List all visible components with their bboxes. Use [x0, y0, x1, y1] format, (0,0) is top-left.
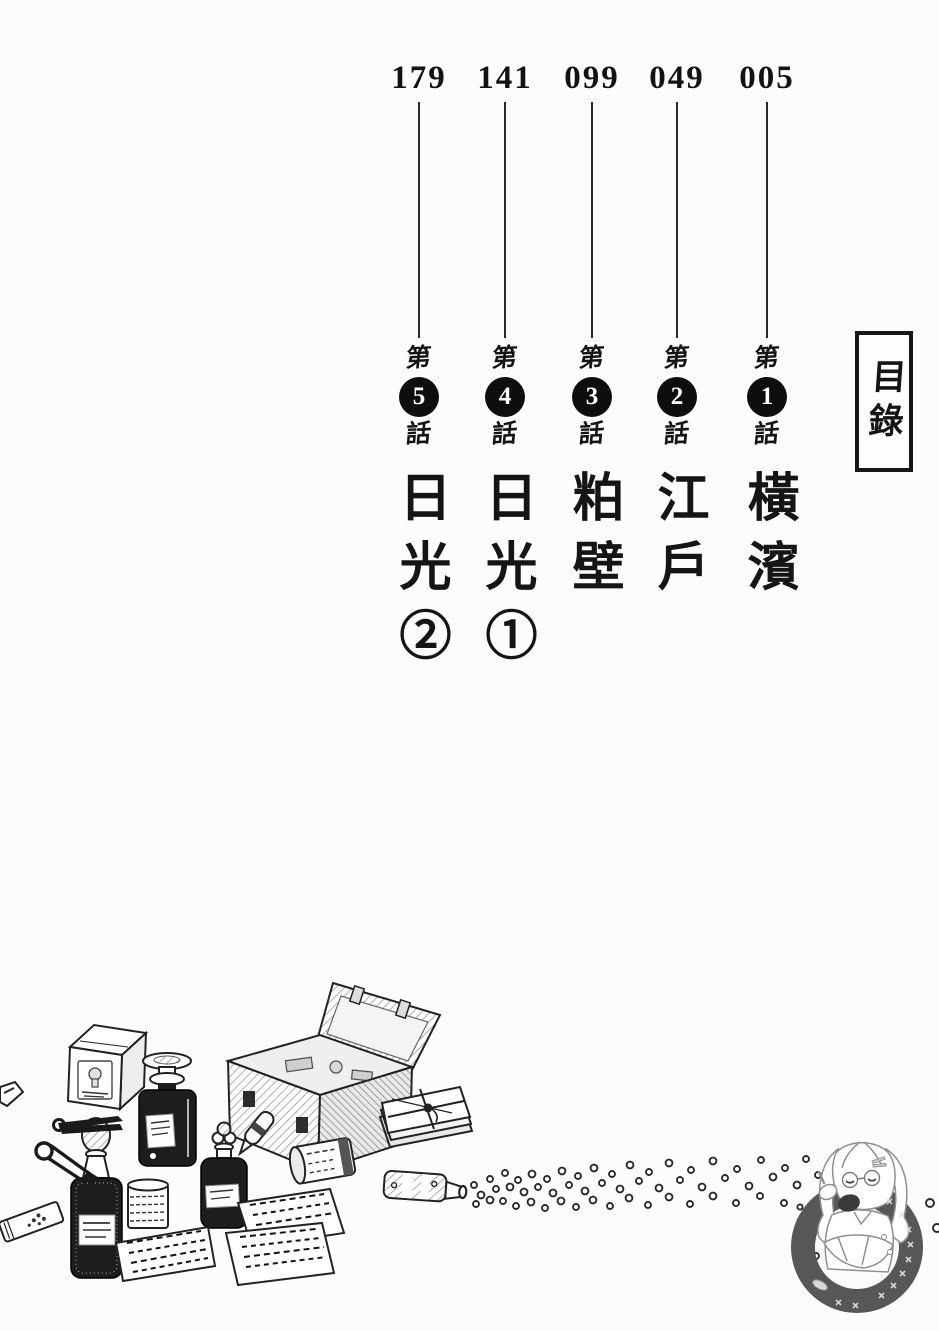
- chapter-ordinal: 第 2 話: [657, 344, 697, 449]
- letter-bundle-icon: [378, 1085, 474, 1149]
- chapter-entry-1: 005 第 1 話 橫濱: [719, 58, 815, 608]
- chapter-title: 江戶: [649, 470, 706, 608]
- paste-tube-icon: [0, 1201, 65, 1243]
- chapter-ordinal: 第 5 話: [399, 344, 439, 449]
- leader-line: [766, 102, 768, 338]
- tall-bottle-icon: [70, 1117, 123, 1279]
- ordinal-suffix: 話: [663, 420, 691, 449]
- contents-title: 目錄: [861, 357, 907, 446]
- leader-line: [676, 102, 678, 338]
- ordinal-prefix: 第: [491, 344, 519, 373]
- chapter-title: 橫濱: [739, 470, 796, 608]
- girl-in-ring-stamp-icon: [791, 1141, 924, 1313]
- ordinal-prefix: 第: [405, 344, 433, 373]
- prescription-papers-icon: [224, 1187, 346, 1287]
- ordinal-suffix: 話: [578, 420, 606, 449]
- scattered-pills-icon: [470, 1155, 939, 1260]
- chapter-ordinal: 第 4 話: [485, 344, 525, 449]
- canister-icon: [288, 1137, 357, 1185]
- ring-watermark-marks: [835, 1198, 914, 1309]
- chapter-ordinal: 第 3 話: [572, 344, 612, 449]
- chapter-page-number: 179: [391, 60, 447, 96]
- dropper-icon: [238, 1110, 275, 1157]
- chapter-ordinal: 第 1 話: [747, 344, 787, 449]
- ordinal-suffix: 話: [405, 420, 433, 449]
- leader-line: [591, 102, 593, 338]
- edge-clip-icon: [0, 1080, 25, 1108]
- prescription-paper-icon: [114, 1225, 217, 1283]
- spilled-bottle-icon: [382, 1169, 468, 1203]
- chapter-title: 粕壁: [564, 470, 621, 608]
- medicine-still-life-illustration: [0, 981, 939, 1313]
- chapter-number-badge: 3: [572, 377, 612, 417]
- chapter-number-badge: 2: [657, 377, 697, 417]
- ordinal-suffix: 話: [753, 420, 781, 449]
- chapter-entry-5: 179 第 5 話 日光②: [371, 58, 467, 677]
- chapter-entry-2: 049 第 2 話 江戶: [629, 58, 725, 608]
- small-bottle-icon: [200, 1121, 248, 1229]
- leader-line: [418, 102, 420, 338]
- chapter-page-number: 141: [477, 60, 533, 96]
- chapter-number-badge: 4: [485, 377, 525, 417]
- ordinal-suffix: 話: [491, 420, 519, 449]
- chapter-title: 日光①: [477, 470, 534, 677]
- contents-title-box: 目錄: [855, 331, 913, 472]
- ribbed-jar-icon: [127, 1178, 169, 1229]
- chapter-page-number: 099: [564, 60, 620, 96]
- chapter-number-badge: 1: [747, 377, 787, 417]
- chapter-title: 日光②: [391, 470, 448, 677]
- square-bottle-icon: [138, 1052, 197, 1167]
- chapter-entry-4: 141 第 4 話 日光①: [457, 58, 553, 677]
- ordinal-prefix: 第: [753, 344, 781, 373]
- paper-box-icon: [66, 1023, 149, 1112]
- leader-line: [504, 102, 506, 338]
- chapter-entry-3: 099 第 3 話 粕壁: [544, 58, 640, 608]
- tweezers-icon: [52, 1116, 123, 1134]
- chapter-page-number: 005: [739, 60, 795, 96]
- chapter-number-badge: 5: [399, 377, 439, 417]
- ordinal-prefix: 第: [663, 344, 691, 373]
- ordinal-prefix: 第: [578, 344, 606, 373]
- safety-pin-icon: [34, 1141, 98, 1186]
- chapter-page-number: 049: [649, 60, 705, 96]
